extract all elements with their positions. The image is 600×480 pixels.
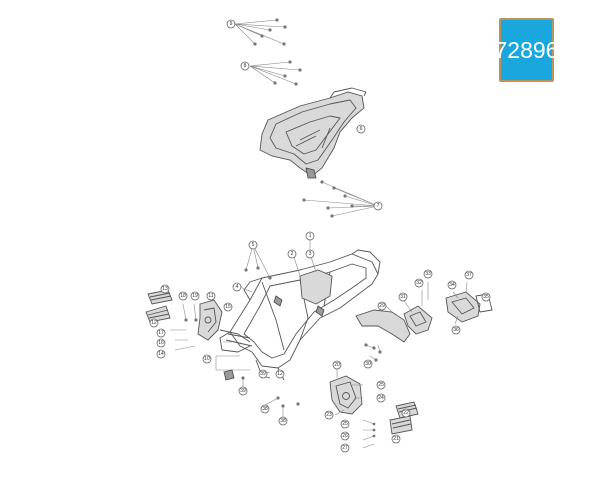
callout-17: 17 [156, 328, 166, 338]
svg-text:6: 6 [360, 126, 363, 132]
callout-3: 3 [305, 249, 315, 259]
svg-text:9: 9 [230, 21, 233, 27]
svg-text:4: 4 [236, 284, 239, 290]
callout-25b: 25 [340, 419, 350, 429]
callout-30: 30 [363, 359, 373, 369]
callout-24: 24 [376, 393, 386, 403]
svg-text:2: 2 [291, 251, 294, 257]
callout-35: 35 [481, 292, 491, 302]
callout-37: 37 [464, 270, 474, 280]
svg-text:33: 33 [425, 271, 431, 277]
svg-text:25: 25 [342, 421, 348, 427]
svg-text:19: 19 [192, 293, 198, 299]
callout-4: 4 [232, 282, 242, 292]
right-bracket-group [355, 281, 493, 362]
main-frame-part [219, 240, 381, 381]
callout-38: 38 [260, 404, 270, 414]
callout-10: 10 [202, 354, 212, 364]
diagram-number-badge: 72896 [495, 18, 558, 82]
svg-text:29: 29 [379, 303, 385, 309]
svg-text:37: 37 [466, 272, 472, 278]
callout-23: 23 [324, 410, 334, 420]
callout-34: 34 [447, 280, 457, 290]
callout-15: 15 [223, 302, 233, 312]
svg-text:30: 30 [365, 361, 371, 367]
callout-18: 18 [178, 291, 188, 301]
svg-text:18: 18 [180, 293, 186, 299]
fastener-group-9 [234, 18, 287, 46]
callout-38b: 38 [278, 416, 288, 426]
callout-11: 11 [206, 291, 216, 301]
svg-text:12: 12 [277, 371, 283, 377]
fastener-group-7 [302, 180, 379, 218]
svg-text:10: 10 [204, 356, 210, 362]
rear-rack-part [259, 87, 367, 179]
callout-33: 33 [423, 269, 433, 279]
svg-text:23: 23 [326, 412, 332, 418]
callout-12: 12 [149, 318, 159, 328]
callout-12b: 12 [275, 369, 285, 379]
callout-39: 39 [258, 369, 268, 379]
left-footpeg-group [145, 289, 253, 381]
svg-text:21: 21 [393, 436, 399, 442]
callout-2: 2 [287, 249, 297, 259]
callout-36: 36 [451, 325, 461, 335]
callout-1: 1 [305, 231, 315, 241]
callout-25: 25 [376, 380, 386, 390]
svg-text:20: 20 [334, 362, 340, 368]
svg-text:7: 7 [377, 203, 380, 209]
svg-text:22: 22 [403, 410, 409, 416]
svg-text:39: 39 [260, 371, 266, 377]
right-footpeg-bracket [329, 366, 419, 449]
diagram-number: 72896 [494, 36, 559, 63]
callout-13: 13 [160, 284, 170, 294]
svg-text:31: 31 [400, 294, 406, 300]
svg-text:26: 26 [342, 433, 348, 439]
svg-text:1: 1 [309, 233, 312, 239]
svg-text:39: 39 [240, 388, 246, 394]
callout-39b: 39 [238, 386, 248, 396]
callout-19: 19 [190, 291, 200, 301]
callout-21: 21 [391, 434, 401, 444]
callout-8: 8 [240, 61, 250, 71]
svg-text:25: 25 [378, 382, 384, 388]
fastener-group-38-39 [241, 371, 300, 420]
svg-text:27: 27 [342, 445, 348, 451]
callout-31: 31 [398, 292, 408, 302]
callout-32: 32 [414, 278, 424, 288]
svg-text:36: 36 [453, 327, 459, 333]
svg-text:32: 32 [416, 280, 422, 286]
svg-text:3: 3 [309, 251, 312, 257]
svg-text:13: 13 [162, 286, 168, 292]
callout-9: 9 [226, 19, 236, 29]
callout-26: 26 [340, 431, 350, 441]
svg-text:17: 17 [158, 330, 164, 336]
svg-text:5: 5 [252, 242, 255, 248]
callout-16: 16 [156, 338, 166, 348]
callout-20: 20 [332, 360, 342, 370]
svg-text:35: 35 [483, 294, 489, 300]
svg-text:12: 12 [151, 320, 157, 326]
fastener-group-8 [249, 60, 302, 86]
callout-29: 29 [377, 301, 387, 311]
svg-text:14: 14 [158, 351, 164, 357]
leader-4 [239, 286, 253, 293]
callout-6: 6 [356, 124, 366, 134]
svg-text:34: 34 [449, 282, 455, 288]
callout-5: 5 [248, 240, 258, 250]
svg-text:16: 16 [158, 340, 164, 346]
callout-7: 7 [373, 201, 383, 211]
leader-5 [245, 244, 271, 279]
svg-text:38: 38 [280, 418, 286, 424]
svg-text:11: 11 [208, 293, 213, 299]
svg-text:38: 38 [262, 406, 268, 412]
svg-text:15: 15 [225, 304, 231, 310]
callout-27: 27 [340, 443, 350, 453]
svg-text:24: 24 [378, 395, 384, 401]
svg-text:8: 8 [244, 63, 247, 69]
callout-14: 14 [156, 349, 166, 359]
callout-22: 22 [401, 408, 411, 418]
